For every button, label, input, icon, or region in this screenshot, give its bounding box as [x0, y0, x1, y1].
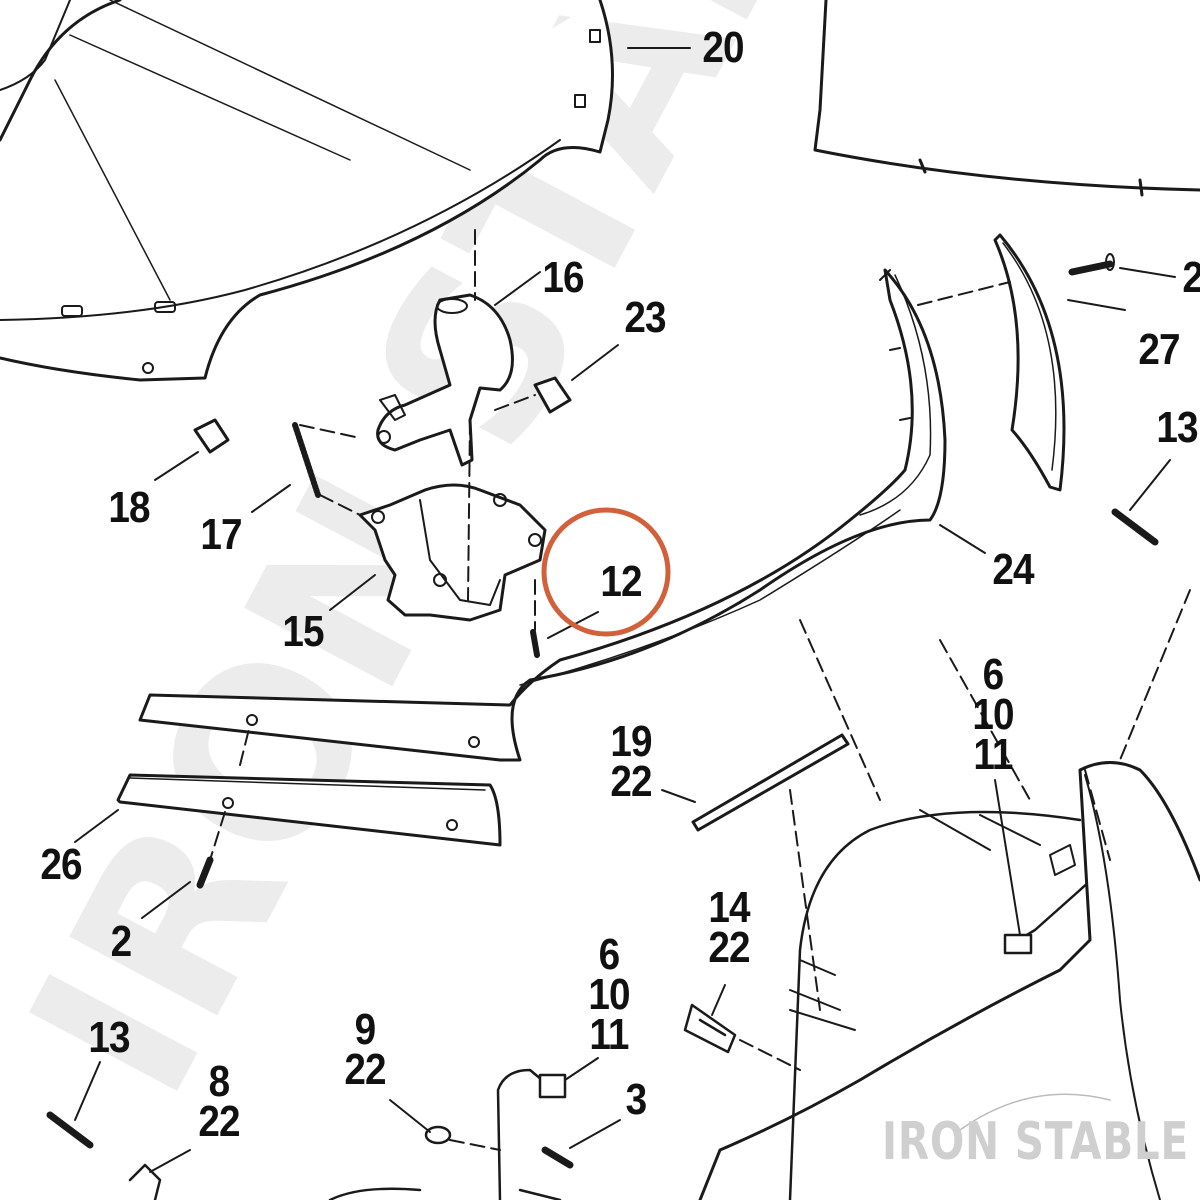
callout-23: 23 — [624, 293, 666, 342]
windshield-part-20 — [0, 0, 614, 382]
screw-part-2-upper — [1068, 253, 1115, 276]
callout-18: 18 — [108, 483, 150, 532]
latch-assembly-parts-15-16 — [358, 293, 547, 622]
callout-20: 20 — [702, 23, 744, 72]
spring-part-17 — [292, 422, 321, 498]
lower-trim-part-26 — [116, 773, 502, 847]
bolt-part-13-right — [1111, 508, 1159, 546]
screw-part-3 — [541, 1146, 574, 1169]
lower-center-panel-edge — [328, 1187, 562, 1200]
callout-24: 24 — [992, 545, 1034, 594]
lower-fairing-body — [698, 761, 1200, 1200]
clamp-part-9 — [424, 1125, 452, 1145]
trim-strip-part-27 — [993, 233, 1066, 492]
screw-part-2-lower — [196, 856, 214, 889]
callout-15: 15 — [282, 607, 324, 656]
callout-2-top: 2 — [1182, 256, 1200, 300]
leader-lines — [74, 47, 1176, 1173]
callout-27: 27 — [1138, 325, 1180, 374]
bolt-part-13-left — [46, 1111, 94, 1149]
callout-2: 2 — [110, 917, 133, 966]
brand-watermark: IRON STABLE — [882, 1112, 1190, 1172]
callout-3: 3 — [625, 1075, 648, 1124]
callout-26: 26 — [40, 840, 82, 889]
harness-connector-lower — [496, 1068, 567, 1200]
upper-right-panel — [813, 0, 1200, 197]
callout-12: 12 — [600, 557, 642, 606]
callout-13-right: 13 — [1156, 403, 1198, 452]
callout-16: 16 — [542, 253, 584, 302]
highlight-circle-12 — [541, 507, 671, 637]
seal-strip-part-19 — [691, 733, 850, 832]
screw-part-12 — [530, 629, 540, 658]
clip-part-18 — [193, 418, 230, 454]
clip-part-8 — [128, 1163, 162, 1200]
clip-part-23 — [533, 376, 572, 414]
alignment-lines — [209, 229, 1191, 1151]
bracket-part-14 — [683, 1003, 737, 1054]
callout-13-left: 13 — [88, 1013, 130, 1062]
callout-17: 17 — [200, 510, 242, 559]
curved-trim-part-24 — [138, 268, 947, 762]
